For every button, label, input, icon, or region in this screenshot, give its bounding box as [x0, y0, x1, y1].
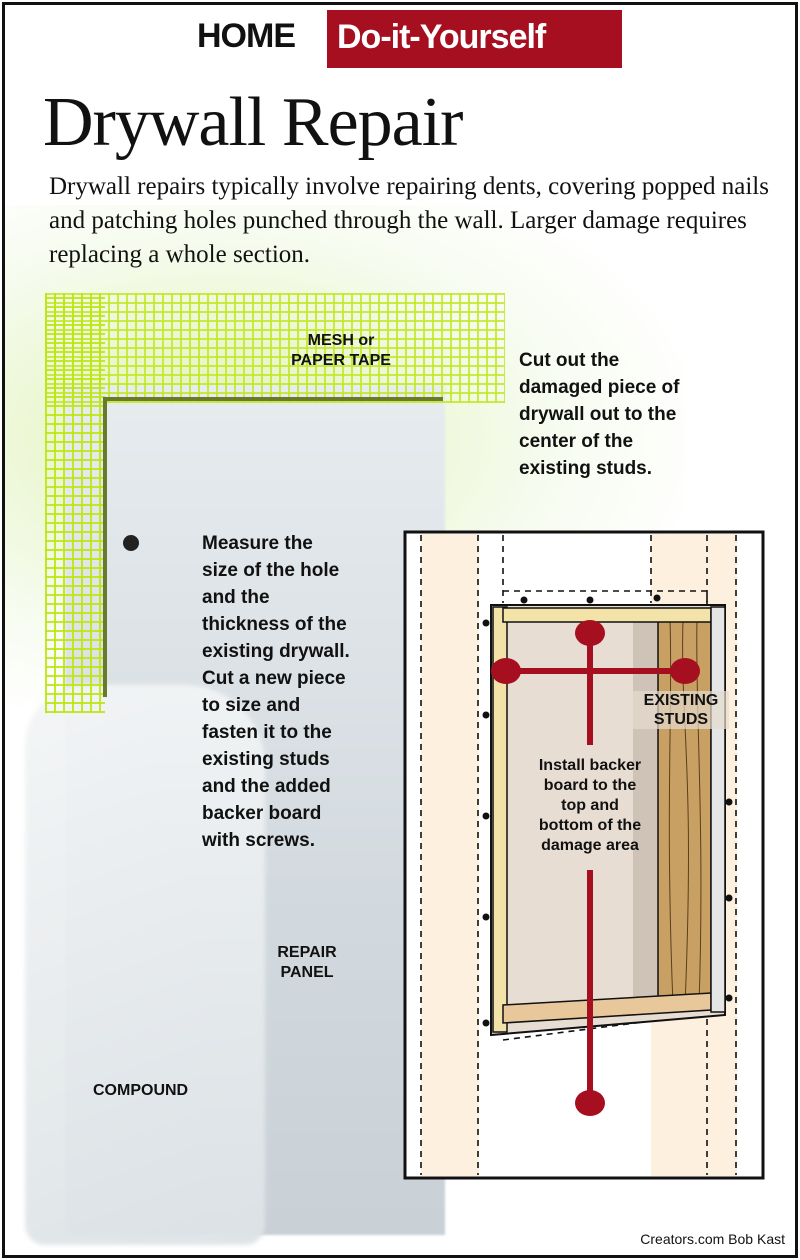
- text-line: damaged piece of: [519, 377, 680, 398]
- mesh-tape-horizontal: [45, 293, 505, 403]
- measure-text: Measure the size of the hole and the thi…: [202, 530, 350, 854]
- left-stud-edge: [492, 606, 508, 1033]
- screw-dots: [482, 594, 733, 1027]
- mesh-label-line: PAPER TAPE: [291, 352, 391, 369]
- marker-left: [491, 658, 521, 684]
- text-line: backer board: [202, 803, 322, 824]
- cut-out-text: Cut out the damaged piece of drywall out…: [519, 347, 680, 482]
- text-line: damage area: [541, 837, 639, 854]
- mesh-label-line: MESH or: [307, 332, 375, 349]
- install-backer-text: Install backer board to the top and bott…: [515, 756, 665, 856]
- text-line: Install backer: [538, 757, 642, 774]
- header-section-badge: Do-it-Yourself: [327, 10, 622, 68]
- text-line: Cut out the: [519, 350, 620, 371]
- panel-edge: [103, 397, 443, 401]
- mesh-label: MESH or PAPER TAPE: [281, 331, 401, 371]
- text-line: size of the hole: [202, 560, 340, 581]
- repair-panel-label: REPAIR PANEL: [267, 943, 347, 983]
- top-backer-board: [502, 607, 712, 623]
- marker-bottom: [575, 1090, 605, 1116]
- right-edge: [710, 606, 726, 1013]
- stud-dashed-lines: [420, 535, 737, 1175]
- text-line: existing studs.: [519, 458, 653, 479]
- photo-compound: [25, 685, 265, 1245]
- text-line: existing studs: [202, 749, 330, 770]
- opening-shadow: [633, 620, 661, 1010]
- text-line: bottom of the: [538, 817, 642, 834]
- screw-icon: [123, 535, 139, 551]
- text-line: thickness of the: [202, 614, 347, 635]
- marker-top: [575, 620, 605, 646]
- measurement-markers: [491, 620, 700, 1116]
- text-line: PANEL: [280, 964, 334, 981]
- text-line: existing drywall.: [202, 641, 350, 662]
- text-line: and the: [202, 587, 270, 608]
- text-line: Cut a new piece: [202, 668, 346, 689]
- text-line: center of the: [519, 431, 634, 452]
- text-line: to size and: [202, 695, 301, 716]
- left-stud: [421, 534, 479, 1176]
- text-line: top and: [561, 797, 619, 814]
- credit: Creators.com Bob Kast: [640, 1231, 785, 1247]
- mesh-tape-vertical: [45, 293, 105, 713]
- existing-studs-label: EXISTING STUDS: [633, 691, 729, 729]
- header-home: HOME: [197, 17, 296, 55]
- text-line: REPAIR: [277, 944, 337, 961]
- text-line: Measure the: [202, 533, 313, 554]
- text-line: EXISTING: [643, 692, 719, 709]
- compound-label: COMPOUND: [93, 1082, 189, 1099]
- text-line: fasten it to the: [202, 722, 332, 743]
- intro-text: Drywall repairs typically involve repair…: [49, 173, 769, 268]
- text-line: drywall out to the: [519, 404, 677, 425]
- text-line: STUDS: [653, 711, 709, 728]
- text-line: board to the: [543, 777, 637, 794]
- panel-edge: [103, 397, 107, 697]
- page-title: Drywall Repair: [43, 84, 463, 161]
- marker-right: [670, 658, 700, 684]
- text-line: with screws.: [202, 830, 315, 851]
- text-line: and the added: [202, 776, 331, 797]
- backer-board-diagram: [403, 530, 765, 1180]
